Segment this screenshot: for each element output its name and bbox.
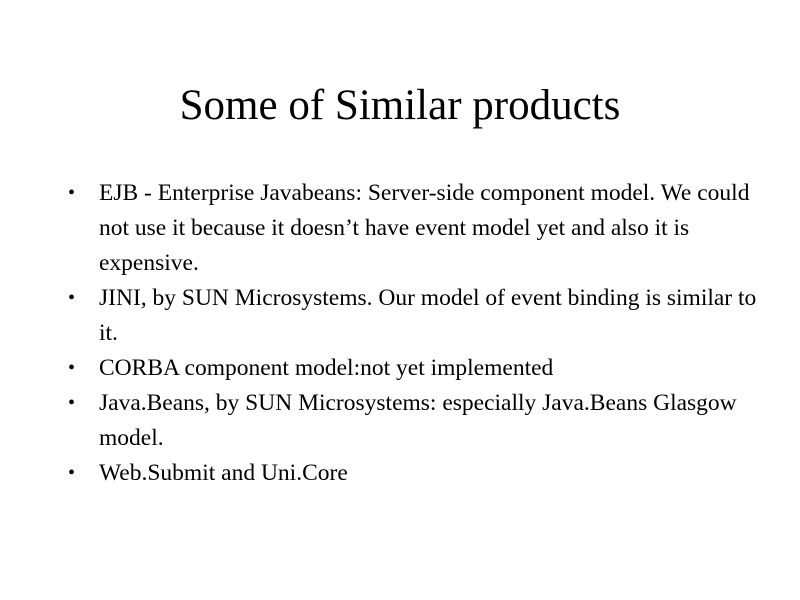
bullet-text: CORBA component model:not yet implemente…: [99, 355, 554, 381]
bullet-item-corba: • CORBA component model:not yet implemen…: [68, 351, 758, 386]
slide-title: Some of Similar products: [179, 82, 621, 129]
bullet-icon: •: [68, 182, 76, 204]
bullet-icon: •: [68, 392, 76, 414]
bullet-item-websubmit: • Web.Submit and Uni.Core: [68, 456, 758, 491]
bullet-icon: •: [68, 287, 76, 309]
bullet-text: Java.Beans, by SUN Microsystems: especia…: [99, 390, 737, 451]
bullet-item-javabeans: • Java.Beans, by SUN Microsystems: espec…: [68, 386, 758, 456]
bullet-text: Web.Submit and Uni.Core: [99, 460, 348, 486]
bullet-item-jini: • JINI, by SUN Microsystems. Our model o…: [68, 281, 758, 351]
bullet-text: JINI, by SUN Microsystems. Our model of …: [99, 285, 757, 346]
bullet-icon: •: [68, 462, 76, 484]
bullet-item-ejb: • EJB - Enterprise Javabeans: Server-sid…: [68, 176, 758, 281]
bullet-list: • EJB - Enterprise Javabeans: Server-sid…: [68, 176, 758, 491]
bullet-text: EJB - Enterprise Javabeans: Server-side …: [99, 180, 750, 276]
bullet-icon: •: [68, 357, 76, 379]
